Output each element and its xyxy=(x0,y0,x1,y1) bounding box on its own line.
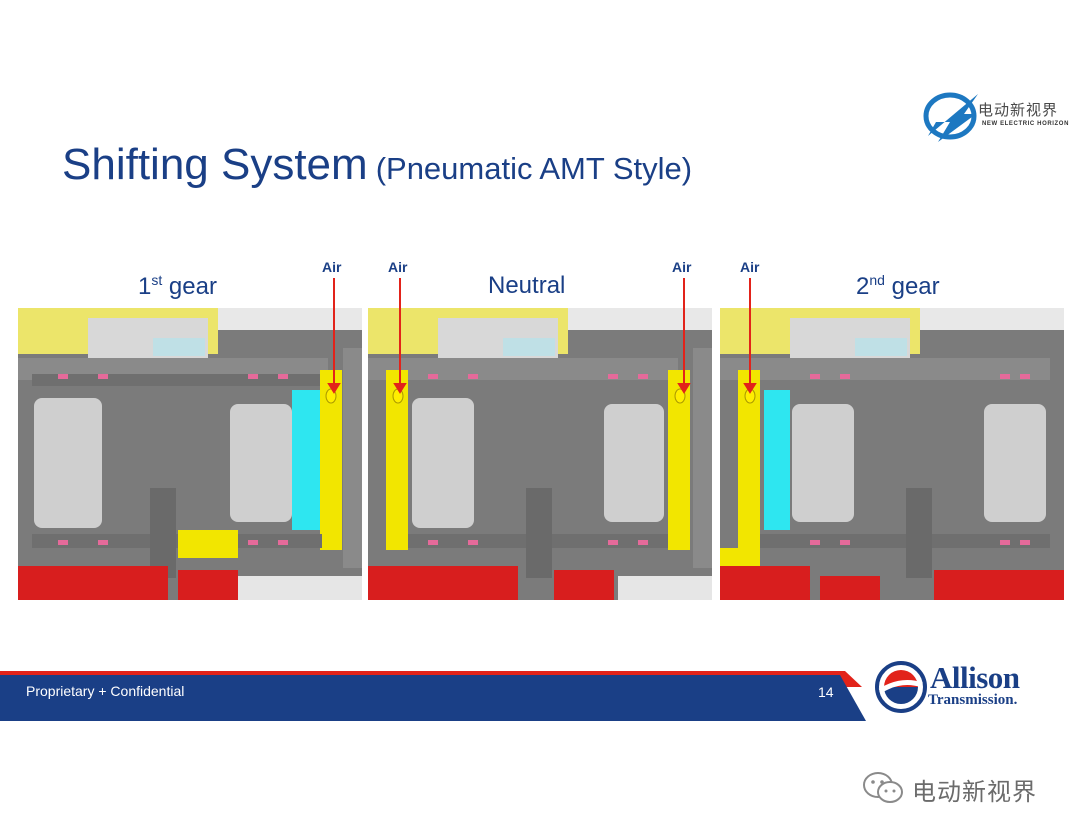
allison-logo-icon xyxy=(875,661,927,713)
panel-label-2nd-gear: 2nd gear xyxy=(856,272,940,300)
panel-label-neutral: Neutral xyxy=(488,272,566,299)
panel-label-1st-gear: 1st gear xyxy=(138,272,217,300)
cross-section-neutral xyxy=(368,308,712,600)
brand-cn-name: 电动新视界 xyxy=(978,102,1059,119)
air-label: Air xyxy=(672,259,692,275)
air-label: Air xyxy=(388,259,408,275)
slide-title: Shifting System(Pneumatic AMT Style) xyxy=(62,140,692,190)
title-main: Shifting System xyxy=(62,140,368,189)
allison-sub: Transmission. xyxy=(928,692,1018,708)
cross-section-2nd-gear xyxy=(720,308,1064,600)
wechat-icon xyxy=(863,772,903,803)
allison-name: Allison xyxy=(930,660,1020,695)
title-subtitle: (Pneumatic AMT Style) xyxy=(375,151,693,186)
air-label: Air xyxy=(740,259,760,275)
new-electric-horizon-logo xyxy=(923,92,978,142)
cross-section-1st-gear xyxy=(18,308,362,600)
air-label: Air xyxy=(322,259,342,275)
page-number: 14 xyxy=(818,684,834,700)
brand-en-name: NEW ELECTRIC HORIZON xyxy=(982,121,1069,127)
footer-bar xyxy=(0,671,866,721)
footer-confidential: Proprietary + Confidential xyxy=(26,683,185,699)
watermark-text: 电动新视界 xyxy=(912,779,1037,806)
